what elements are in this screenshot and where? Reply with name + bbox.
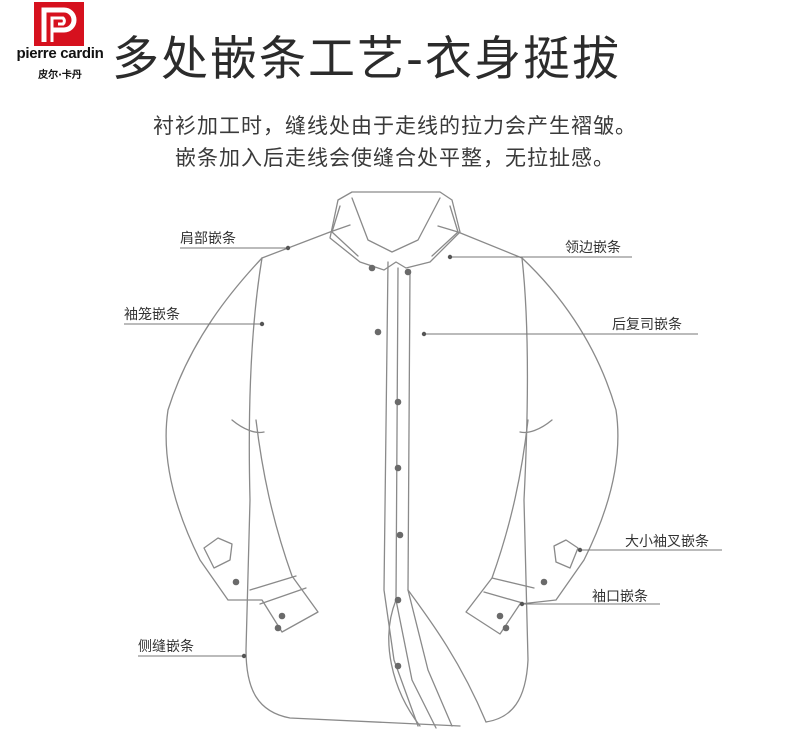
brand-logo: pierre cardin 皮尔·卡丹 [0, 0, 118, 92]
label-cuff: 袖口嵌条 [592, 589, 648, 605]
label-back-yoke: 后复司嵌条 [612, 317, 682, 333]
subtitle-line-1: 衬衫加工时，缝线处由于走线的拉力会产生褶皱。 [153, 114, 637, 138]
subtitle-line-2: 嵌条加入后走线会使缝合处平整，无拉扯感。 [175, 146, 615, 170]
label-shoulder: 肩部嵌条 [180, 231, 236, 247]
label-sleeve-placket: 大小袖叉嵌条 [625, 534, 709, 550]
label-side-seam: 侧缝嵌条 [138, 639, 194, 655]
page-title: 多处嵌条工艺-衣身挺拔 [112, 32, 621, 87]
brand-name-cn: 皮尔·卡丹 [38, 70, 82, 81]
pierre-cardin-p-logo-icon [34, 2, 84, 46]
brand-name: pierre cardin [16, 45, 104, 62]
label-sleeve-cage: 袖笼嵌条 [124, 307, 180, 323]
label-collar: 领边嵌条 [565, 240, 621, 256]
